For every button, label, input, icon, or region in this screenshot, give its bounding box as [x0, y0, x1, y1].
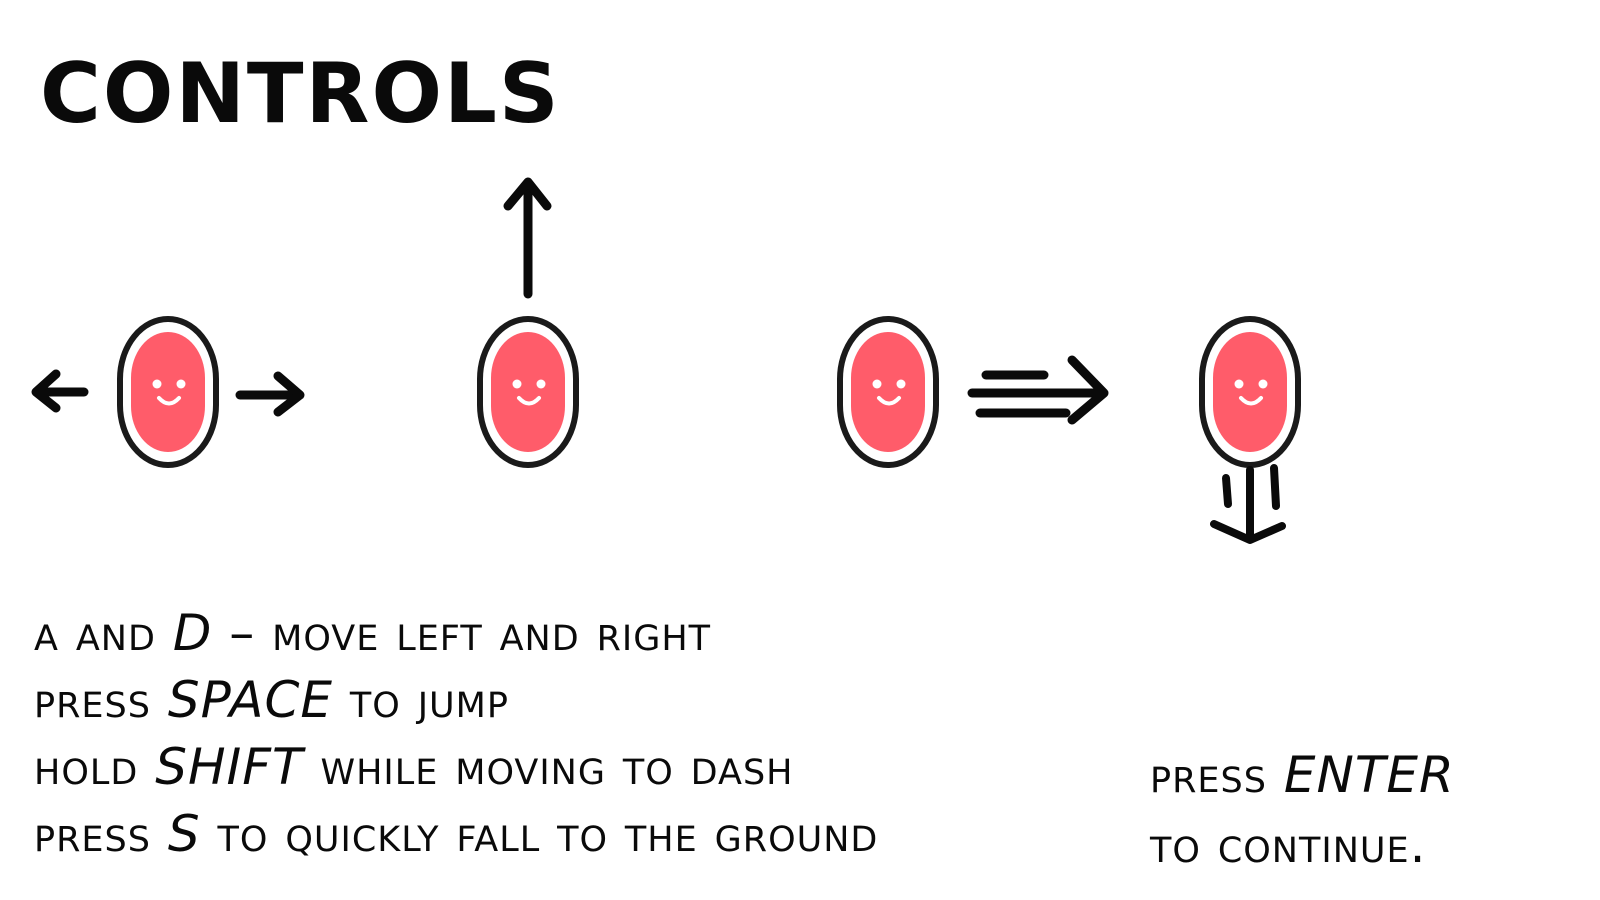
character-move: [120, 319, 216, 465]
controls-illustration: [31, 177, 1600, 544]
dash-arrow-icon: [967, 355, 1109, 425]
instruction-dash: Hold SHIFT while moving to dash: [34, 738, 794, 796]
instruction-fast-fall: Press S to quickly fall to the ground: [34, 805, 879, 863]
arrow-up-icon: [503, 177, 552, 299]
instruction-jump: Press SPACE to jump: [34, 671, 509, 729]
character-dash: [840, 319, 936, 465]
arrow-right-icon: [235, 371, 305, 417]
instruction-move: A and D – Move left and right: [34, 604, 712, 662]
fast-fall-arrow-icon: [1210, 464, 1286, 544]
page-title: Controls: [40, 12, 561, 150]
continue-prompt[interactable]: Press ENTER to continue.: [1150, 746, 1455, 874]
arrow-left-icon: [31, 369, 89, 413]
character-fast-fall: [1202, 319, 1298, 465]
character-jump: [480, 319, 576, 465]
controls-instructions: A and D – Move left and right Press SPAC…: [34, 600, 878, 868]
